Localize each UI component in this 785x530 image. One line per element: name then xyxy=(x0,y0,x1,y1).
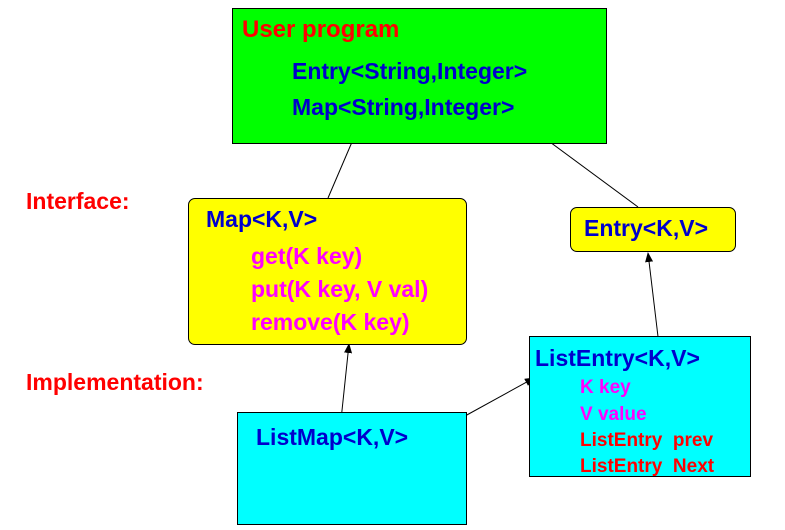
implementation-section-label: Implementation: xyxy=(26,369,204,395)
listentry-field-next: ListEntry Next xyxy=(580,456,715,477)
entry-interface-box xyxy=(570,207,736,252)
listentry-field-value: V value xyxy=(580,404,647,425)
interface-section-label: Interface: xyxy=(26,188,130,214)
user-program-entry-type: Entry<String,Integer> xyxy=(292,58,528,84)
user-program-map-type: Map<String,Integer> xyxy=(292,94,515,120)
user-map-uses-line xyxy=(327,134,356,199)
map-method-put: put(K key, V val) xyxy=(251,276,429,302)
map-method-remove: remove(K key) xyxy=(251,309,410,335)
user-program-title: User program xyxy=(242,16,400,43)
listentry-box xyxy=(529,336,751,477)
map-interface-box xyxy=(188,198,467,345)
listentry-field-prev: ListEntry prev xyxy=(580,430,714,451)
listentry-field-key: K key xyxy=(580,377,631,398)
user-program-box xyxy=(232,8,607,144)
entry-interface-title: Entry<K,V> xyxy=(584,215,708,241)
listmap-box xyxy=(237,412,467,525)
map-interface-title: Map<K,V> xyxy=(206,206,318,232)
listmap-uses-listentry-arrow xyxy=(464,377,535,417)
listentry-title: ListEntry<K,V> xyxy=(535,345,700,371)
listmap-implements-map-arrow xyxy=(340,343,353,421)
map-method-get: get(K key) xyxy=(251,243,363,269)
listentry-implements-entry-arrow xyxy=(645,252,660,346)
listmap-title: ListMap<K,V> xyxy=(256,424,409,450)
